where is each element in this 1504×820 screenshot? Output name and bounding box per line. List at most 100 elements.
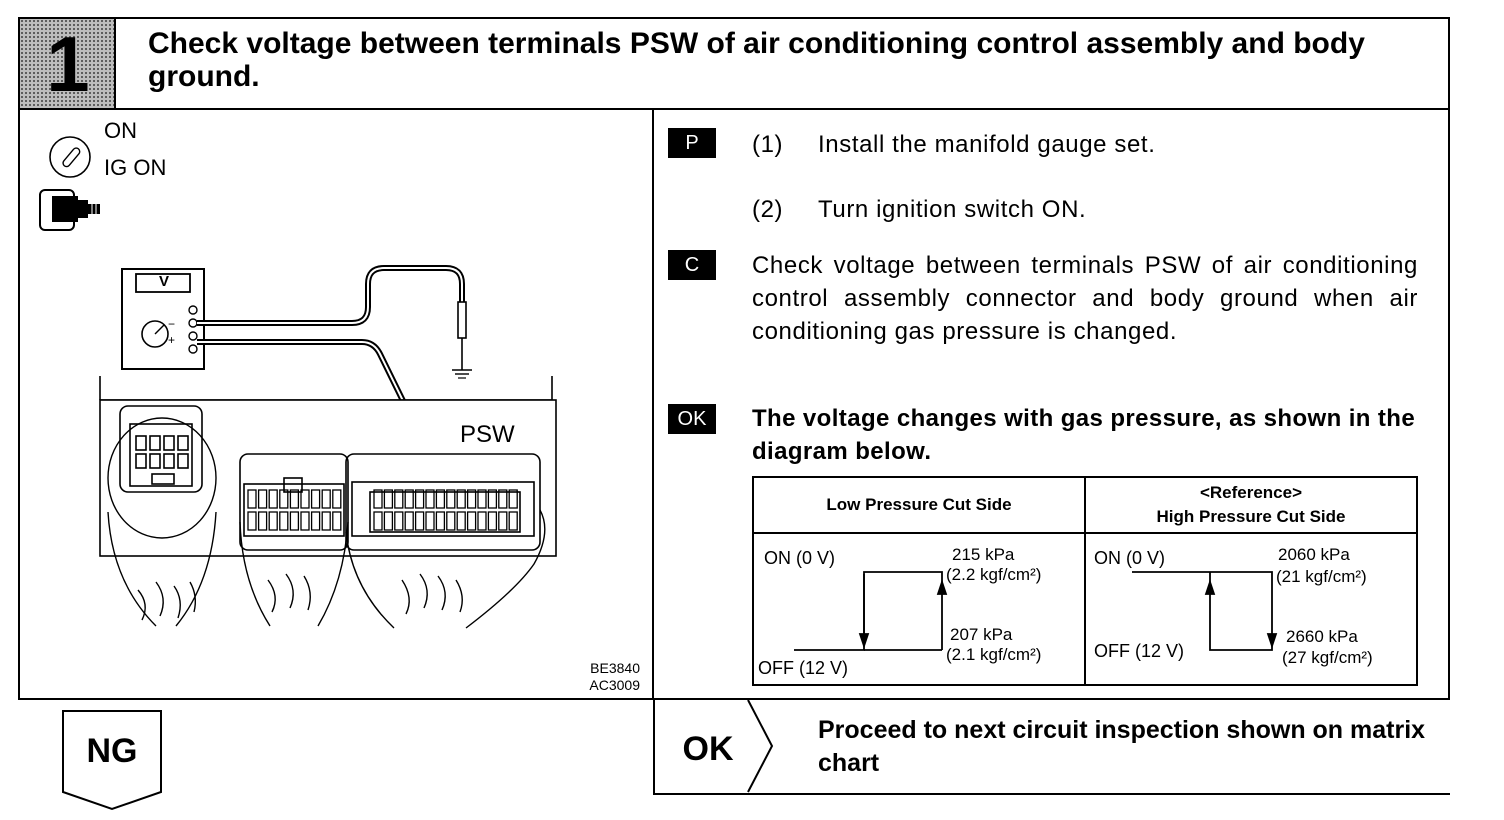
step-header	[18, 17, 1450, 110]
connector-pin	[383, 489, 394, 509]
ok-result-box	[653, 699, 1450, 795]
connector-pin	[508, 489, 518, 509]
connector-pin	[394, 489, 404, 509]
ignition-ig-on-label: IG ON	[104, 155, 167, 180]
connector-pin	[435, 489, 446, 509]
high-side-curve	[1132, 571, 1278, 651]
procedure-step-2-text: Turn ignition switch ON.	[818, 196, 1087, 223]
high-off-label: OFF (12 V)	[1094, 641, 1185, 661]
connector-pin	[487, 511, 498, 531]
voltmeter-label: V	[158, 272, 169, 290]
ignition-on-label: ON	[104, 118, 137, 143]
svg-text:−: −	[168, 317, 175, 331]
figure-code-2: AC3009	[589, 677, 640, 693]
connector-pin	[300, 489, 310, 509]
connector-pin	[289, 511, 300, 531]
connector-pin	[332, 489, 342, 509]
connector-pins	[247, 489, 518, 531]
step-number-cell	[20, 19, 116, 108]
ok-criteria: The voltage changes with gas pressure, a…	[752, 405, 1416, 465]
step-title: Check voltage between terminals PSW of a…	[148, 27, 1365, 93]
check-badge: C	[668, 250, 716, 280]
connector-pin	[279, 511, 289, 531]
high-on-label: ON (0 V)	[1094, 548, 1166, 568]
psw-terminal-label: PSW	[460, 421, 515, 448]
connector-pin	[446, 489, 456, 509]
connector-pin	[498, 489, 508, 509]
connector-pin	[456, 511, 466, 531]
wire-harness	[107, 417, 546, 629]
low-upper-kgf: (2.2 kgf/cm²)	[946, 565, 1042, 584]
high-upper-kpa: 2060 kPa	[1278, 545, 1350, 564]
connector-pin	[414, 511, 425, 531]
connector-pin	[247, 489, 257, 509]
low-side-header: Low Pressure Cut Side	[826, 495, 1012, 514]
high-side-reference: <Reference>	[1199, 483, 1303, 502]
ok-result-label: OK	[682, 729, 734, 768]
connector-pin	[247, 511, 257, 531]
connector-pin	[435, 511, 446, 531]
connector-pin	[310, 489, 321, 509]
high-upper-kgf: (21 kgf/cm²)	[1276, 567, 1367, 586]
connector-pin	[310, 511, 321, 531]
wiring-illustration: − +	[39, 136, 557, 629]
connector-pin	[498, 511, 508, 531]
connector-pin	[321, 511, 331, 531]
connector-pin	[425, 511, 435, 531]
procedure-step-2-num: (2)	[752, 196, 784, 223]
connector-pin	[466, 511, 477, 531]
connector-pin	[289, 489, 300, 509]
connector-pin	[456, 489, 466, 509]
connector-pin	[257, 489, 268, 509]
connector-pin	[404, 489, 414, 509]
connector-icon	[39, 189, 100, 231]
connector-pin	[300, 511, 310, 531]
connector-pin	[404, 511, 414, 531]
low-on-label: ON (0 V)	[764, 548, 836, 568]
connector-pin	[466, 489, 477, 509]
connector-pin	[477, 511, 487, 531]
ok-next-action: Proceed to next circuit inspection shown…	[818, 716, 1426, 777]
connector-pin	[508, 511, 518, 531]
main-panel	[18, 110, 1450, 700]
connector-pin	[257, 511, 268, 531]
panel-divider	[652, 110, 654, 700]
ng-shield-outline	[62, 710, 162, 811]
pressure-table-column-rule	[1084, 476, 1086, 686]
connector-pin	[268, 511, 278, 531]
connector-pin	[425, 489, 435, 509]
high-side-header: High Pressure Cut Side	[1156, 507, 1346, 526]
procedure-step-1-num: (1)	[752, 131, 784, 158]
connector-pin	[383, 511, 394, 531]
connector-pin	[414, 489, 425, 509]
switch-diagrams	[794, 571, 1278, 651]
voltmeter: − +	[121, 268, 205, 370]
low-side-curve	[794, 571, 948, 651]
ng-result-label: NG	[86, 731, 138, 770]
procedure-step-1-text: Install the manifold gauge set.	[818, 131, 1156, 158]
low-lower-kgf: (2.1 kgf/cm²)	[946, 645, 1042, 664]
check-instruction: Check voltage between terminals PSW of a…	[752, 252, 1418, 345]
step-number: 1	[46, 19, 90, 108]
connector-pin	[373, 489, 383, 509]
connector-pin	[446, 511, 456, 531]
connector-pin	[487, 489, 498, 509]
figure-code-1: BE3840	[590, 660, 640, 676]
high-lower-kgf: (27 kgf/cm²)	[1282, 648, 1373, 667]
connector-pin	[279, 489, 289, 509]
high-lower-kpa: 2660 kPa	[1286, 627, 1358, 646]
low-off-label: OFF (12 V)	[758, 658, 849, 678]
prepare-badge: P	[668, 128, 716, 158]
connector-pin	[268, 489, 278, 509]
low-lower-kpa: 207 kPa	[950, 625, 1013, 644]
ac-control-assembly	[99, 376, 557, 557]
svg-text:+: +	[168, 333, 175, 347]
connector-pin	[321, 489, 331, 509]
connector-pin	[373, 511, 383, 531]
low-upper-kpa: 215 kPa	[952, 545, 1015, 564]
connector-pin	[394, 511, 404, 531]
ok-badge: OK	[668, 404, 716, 434]
connector-pin	[332, 511, 342, 531]
ignition-switch-icon	[49, 136, 91, 178]
connector-pin	[477, 489, 487, 509]
